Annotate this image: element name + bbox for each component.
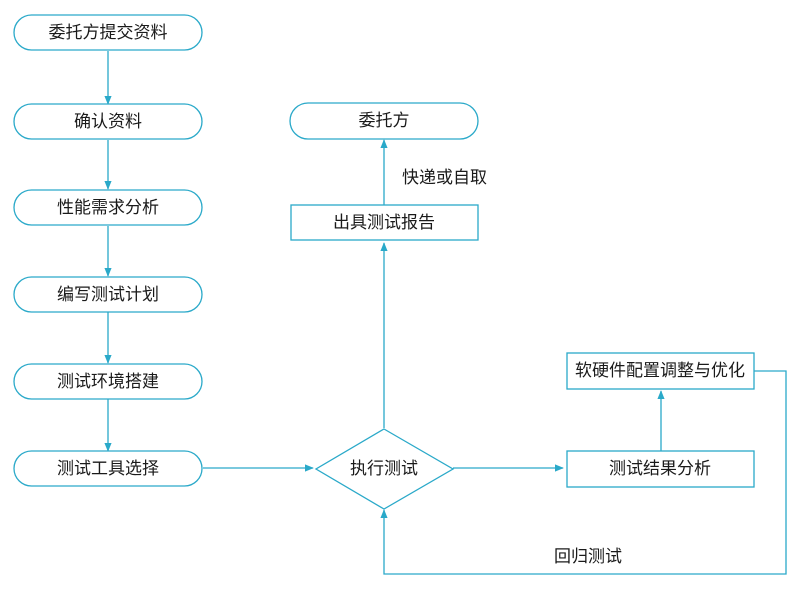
node-env-label: 测试环境搭建	[57, 372, 159, 392]
node-tools: 测试工具选择	[13, 450, 203, 487]
node-analysis-label: 性能需求分析	[57, 198, 159, 218]
edge-label-delivery: 快递或自取	[402, 168, 487, 188]
node-optimize-label: 软硬件配置调整与优化	[575, 361, 745, 381]
node-env: 测试环境搭建	[13, 363, 203, 400]
node-report-label: 出具测试报告	[333, 213, 435, 233]
node-result-label: 测试结果分析	[609, 459, 711, 479]
edges	[104, 51, 787, 575]
node-client-label: 委托方	[359, 111, 410, 131]
edge-label-regression: 回归测试	[554, 547, 622, 567]
node-submit-label: 委托方提交资料	[49, 23, 168, 43]
node-client: 委托方	[289, 102, 479, 140]
node-result: 测试结果分析	[566, 450, 755, 488]
node-optimize: 软硬件配置调整与优化	[566, 352, 755, 390]
node-plan: 编写测试计划	[13, 276, 203, 313]
node-execute-label: 执行测试	[350, 459, 418, 479]
node-confirm: 确认资料	[13, 103, 203, 140]
node-confirm-label: 确认资料	[74, 112, 142, 132]
node-submit: 委托方提交资料	[13, 14, 203, 51]
node-execute: 执行测试	[314, 428, 455, 510]
node-plan-label: 编写测试计划	[57, 285, 159, 305]
edge-regression-loop	[380, 370, 787, 575]
node-analysis: 性能需求分析	[13, 189, 203, 226]
node-report: 出具测试报告	[290, 204, 479, 241]
node-tools-label: 测试工具选择	[57, 459, 159, 479]
